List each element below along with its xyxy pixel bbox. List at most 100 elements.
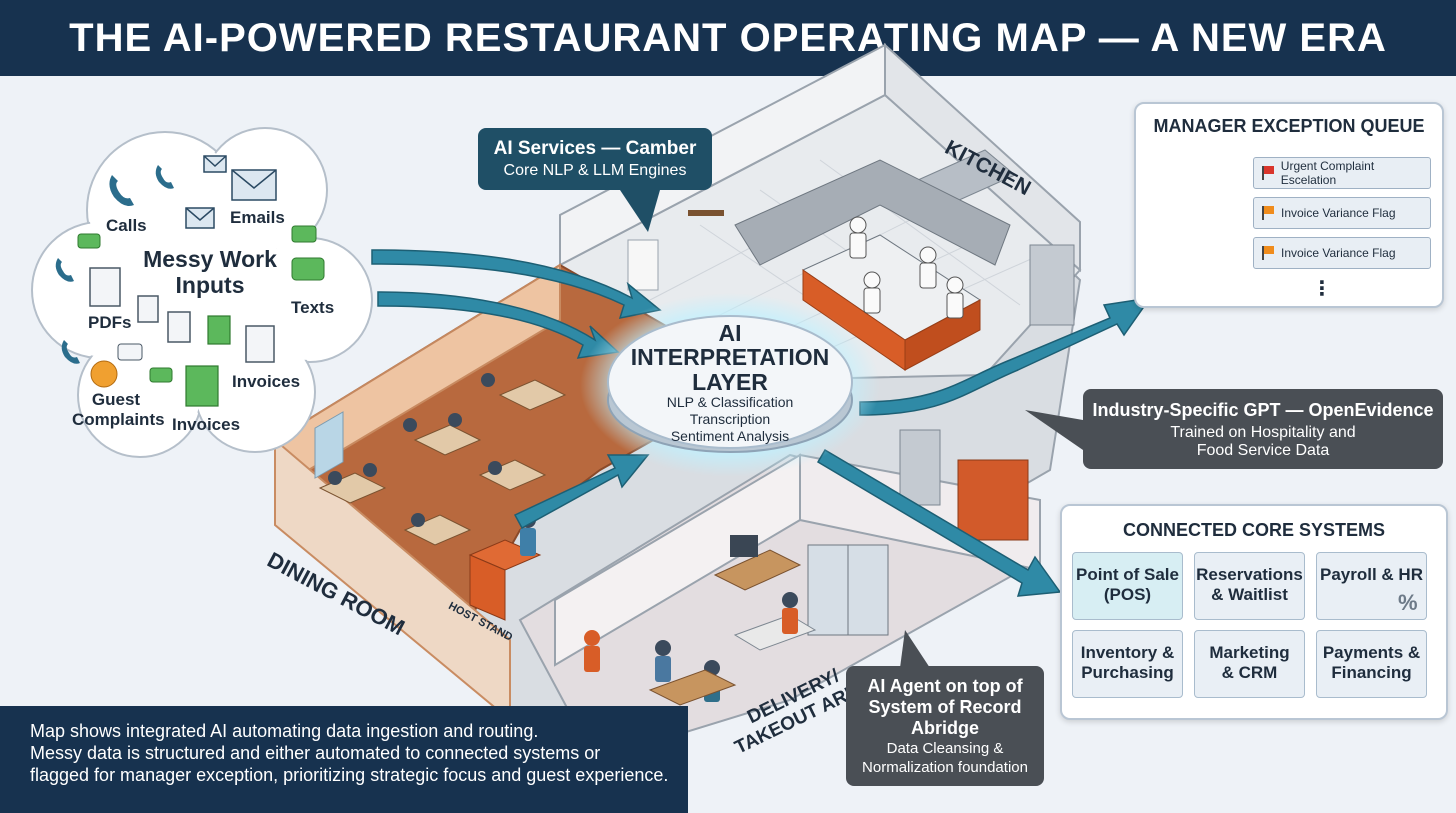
- industry-gpt-tail: [1025, 410, 1083, 450]
- system-reservations-line1: Reservations: [1196, 565, 1303, 584]
- back-counter: [734, 159, 1011, 266]
- ai-layer-sub1: NLP & Classification: [666, 394, 794, 410]
- guest-complaints-line1: Guest: [91, 390, 141, 409]
- cloud-heading: Messy Work Inputs: [142, 246, 278, 298]
- ai-layer-line3: LAYER: [692, 369, 768, 395]
- cloud-heading-line1: Messy Work: [143, 246, 277, 272]
- flag-icon: [1262, 166, 1274, 180]
- system-inventory-line2: Purchasing: [1081, 663, 1174, 682]
- queue-item-label: Urgent Complaint Escelation: [1280, 159, 1375, 187]
- ai-layer-sub2: Transcription: [689, 411, 771, 427]
- text-message-icon: [77, 225, 325, 383]
- map-description: Map shows integrated AI automating data …: [0, 706, 688, 813]
- queue-item[interactable]: Invoice Variance Flag: [1253, 197, 1431, 229]
- system-payments-line2: Financing: [1331, 663, 1412, 682]
- queue-item-label: Invoice Variance Flag: [1281, 206, 1396, 220]
- pdfs-label: PDFs: [88, 313, 132, 332]
- ai-layer-line1: AI: [718, 320, 742, 346]
- system-payments-line1: Payments &: [1322, 643, 1421, 662]
- ai-layer-sub3: Sentiment Analysis: [670, 428, 790, 444]
- ai-agent-line1: AI Agent on top of: [867, 676, 1023, 696]
- page-title: THE AI-POWERED RESTAURANT OPERATING MAP …: [0, 0, 1456, 76]
- arrow-ai-to-core: [816, 448, 1062, 597]
- invoices-label-bottom: Invoices: [172, 415, 241, 434]
- host-stand-front: [469, 554, 506, 621]
- system-marketing-line1: Marketing: [1209, 643, 1290, 662]
- delivery-desk-2: [648, 669, 737, 706]
- invoice-icon: [185, 315, 231, 407]
- ai-agent-sub1: Data Cleansing &: [886, 740, 1004, 757]
- ai-agent-line2: System of Record: [868, 697, 1022, 717]
- ai-services-tail: [620, 190, 660, 232]
- fridge: [1029, 244, 1075, 326]
- ai-agent-tail: [900, 630, 930, 668]
- ai-layer-disc-top: [607, 315, 853, 449]
- system-payroll-line1: Payroll & HR: [1320, 565, 1423, 584]
- queue-item[interactable]: Invoice Variance Flag: [1253, 237, 1431, 269]
- system-pos-line1: Point of Sale: [1076, 565, 1179, 584]
- angry-face-icon: [90, 360, 118, 388]
- description-line3: flagged for manager exception, prioritiz…: [30, 765, 669, 785]
- ai-agent-callout: AI Agent on top of System of Record Abri…: [846, 666, 1044, 786]
- pdf-document-icon: [89, 267, 275, 363]
- flag-icon: [1262, 246, 1274, 260]
- kitchen-staff: [849, 216, 964, 319]
- lockers: [957, 459, 1029, 541]
- knife-rack: [688, 210, 724, 216]
- industry-gpt-callout: Industry-Specific GPT — OpenEvidence Tra…: [1083, 389, 1443, 469]
- delivery-monitor: [730, 535, 758, 557]
- emails-label: Emails: [230, 208, 285, 227]
- system-inventory-line1: Inventory &: [1080, 643, 1175, 662]
- queue-item[interactable]: Urgent Complaint Escelation: [1253, 157, 1431, 189]
- system-inventory[interactable]: Inventory &Purchasing: [1072, 630, 1183, 698]
- ai-services-heading: AI Services — Camber: [493, 138, 697, 159]
- queue-item-label: Invoice Variance Flag: [1281, 246, 1396, 260]
- core-systems-heading: CONNECTED CORE SYSTEMS: [1122, 520, 1386, 540]
- ai-layer-label: AI INTERPRETATION LAYER NLP & Classifica…: [610, 322, 850, 445]
- percent-icon: %: [1398, 590, 1418, 615]
- kitchen-door: [627, 239, 659, 291]
- ai-agent-line3: Abridge: [910, 718, 979, 738]
- ai-services-callout: AI Services — Camber Core NLP & LLM Engi…: [478, 128, 712, 190]
- freezer: [899, 429, 941, 506]
- flow-arrows: [371, 249, 1152, 597]
- exception-queue-heading: MANAGER EXCEPTION QUEUE: [1153, 116, 1425, 136]
- guest-complaints-label: Guest Complaints: [72, 390, 165, 430]
- system-marketing[interactable]: Marketing& CRM: [1194, 630, 1305, 698]
- dining-tables: [318, 379, 567, 546]
- chat-bubble-icon: [117, 343, 143, 361]
- system-pos-line2: (POS): [1103, 585, 1152, 604]
- ai-layer-line2: INTERPRETATION: [630, 344, 830, 370]
- texts-label: Texts: [291, 298, 335, 317]
- arrow-ai-to-queue: [859, 296, 1152, 416]
- flag-icon: [1262, 206, 1274, 220]
- dining-guests: [328, 373, 502, 527]
- system-reservations[interactable]: Reservations& Waitlist: [1194, 552, 1305, 620]
- description-line2: Messy data is structured and either auto…: [30, 743, 601, 763]
- ai-agent-sub2: Normalization foundation: [862, 759, 1028, 776]
- ai-services-sub: Core NLP & LLM Engines: [503, 162, 687, 179]
- arrow-dining-to-ai: [513, 454, 650, 530]
- phone-icon: [109, 175, 134, 206]
- system-marketing-line2: & CRM: [1221, 663, 1278, 682]
- industry-gpt-heading: Industry-Specific GPT — OpenEvidence: [1092, 400, 1434, 420]
- industry-gpt-sub2: Food Service Data: [1196, 442, 1330, 459]
- system-payroll[interactable]: Payroll & HR: [1316, 552, 1427, 620]
- email-icon: [185, 155, 277, 229]
- calls-label: Calls: [106, 216, 147, 235]
- guest-complaints-line2: Complaints: [72, 410, 165, 429]
- system-payments[interactable]: Payments &Financing: [1316, 630, 1427, 698]
- phone-icon-3: [55, 258, 74, 282]
- dining-window-1: [314, 411, 344, 479]
- delivery-desk: [713, 549, 802, 591]
- invoices-label-right: Invoices: [232, 372, 301, 391]
- system-pos[interactable]: Point of Sale(POS): [1072, 552, 1183, 620]
- system-reservations-line2: & Waitlist: [1211, 585, 1288, 604]
- phone-icon-2: [155, 165, 174, 189]
- industry-gpt-sub1: Trained on Hospitality and: [1170, 424, 1356, 441]
- description-line1: Map shows integrated AI automating data …: [30, 721, 539, 741]
- phone-icon-4: [61, 340, 80, 364]
- queue-more-icon[interactable]: ⋮: [1312, 278, 1332, 300]
